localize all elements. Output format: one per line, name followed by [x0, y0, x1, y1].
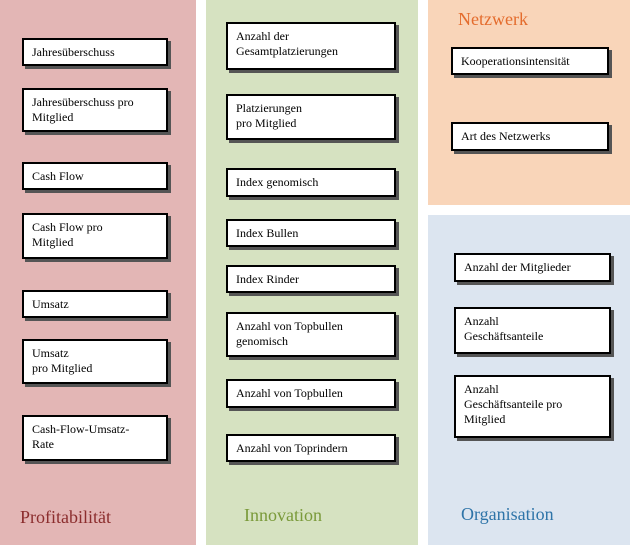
profit-item-cash-flow-umsatz-rate: Cash-Flow-Umsatz- Rate: [22, 415, 168, 461]
organisation-title: Organisation: [461, 504, 554, 524]
profit-item-umsatz-pro-mitglied: Umsatz pro Mitglied: [22, 339, 168, 384]
innovation-item-toprindern: Anzahl von Toprindern: [226, 434, 396, 462]
innovation-item-topbullen-genomisch: Anzahl von Topbullen genomisch: [226, 312, 396, 357]
profit-item-umsatz: Umsatz: [22, 290, 168, 318]
netzwerk-item-kooperationsintensitaet: Kooperationsintensität: [451, 47, 609, 75]
innovation-item-platzierungen-pro-mitglied: Platzierungen pro Mitglied: [226, 94, 396, 140]
netzwerk-panel: Netzwerk Kooperationsintensität Art des …: [428, 0, 630, 205]
profit-item-jahresueberschuss: Jahresüberschuss: [22, 38, 168, 66]
profitabilitaet-title: Profitabilität: [20, 507, 111, 527]
innovation-item-gesamtplatzierungen: Anzahl der Gesamtplatzierungen: [226, 22, 396, 70]
organisation-item-anzahl-mitglieder: Anzahl der Mitglieder: [454, 253, 611, 282]
profit-item-cash-flow-pro-mitglied: Cash Flow pro Mitglied: [22, 213, 168, 259]
organisation-item-geschaeftsanteile-pro-mitglied: Anzahl Geschäftsanteile pro Mitglied: [454, 375, 611, 438]
netzwerk-item-art-des-netzwerks: Art des Netzwerks: [451, 122, 609, 151]
profitabilitaet-panel: Jahresüberschuss Jahresüberschuss pro Mi…: [0, 0, 196, 545]
netzwerk-title: Netzwerk: [458, 9, 528, 29]
profit-item-jahresueberschuss-pro-mitglied: Jahresüberschuss pro Mitglied: [22, 88, 168, 132]
innovation-item-index-bullen: Index Bullen: [226, 219, 396, 247]
organisation-panel: Anzahl der Mitglieder Anzahl Geschäftsan…: [428, 215, 630, 545]
profit-item-cash-flow: Cash Flow: [22, 162, 168, 190]
innovation-item-topbullen: Anzahl von Topbullen: [226, 379, 396, 408]
innovation-panel: Anzahl der Gesamtplatzierungen Platzieru…: [206, 0, 418, 545]
innovation-item-index-genomisch: Index genomisch: [226, 168, 396, 197]
organisation-item-geschaeftsanteile: Anzahl Geschäftsanteile: [454, 307, 611, 354]
innovation-item-index-rinder: Index Rinder: [226, 265, 396, 293]
innovation-title: Innovation: [244, 505, 322, 525]
